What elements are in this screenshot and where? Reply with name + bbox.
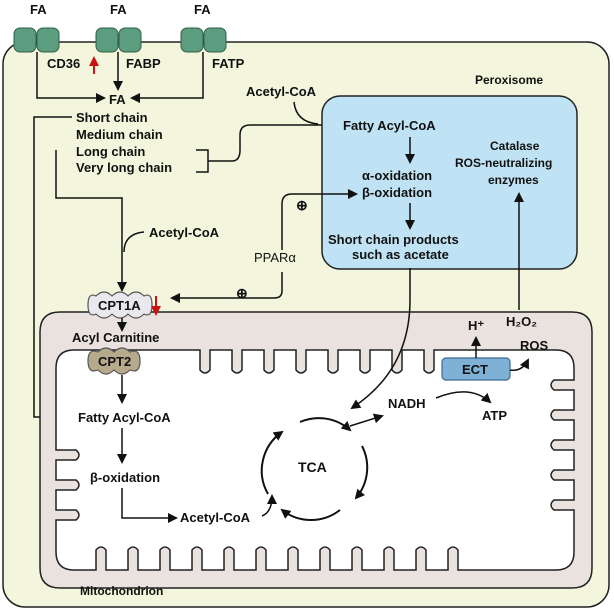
cd36-transporter [13, 27, 60, 53]
fatp-transporter [180, 27, 227, 53]
peroxisome-title: Peroxisome [475, 73, 543, 87]
peroxisome [321, 95, 578, 270]
cpt1a-label: CPT1A [98, 298, 141, 313]
mitochondrion-title: Mitochondrion [80, 584, 163, 598]
atp-label: ATP [482, 408, 507, 423]
enzymes-label: enzymes [488, 173, 539, 187]
fabp-label: FABP [126, 56, 161, 71]
ros-neutralizing-label: ROS-neutralizing [455, 156, 552, 170]
plus-sign-icon-2: ⊕ [236, 285, 248, 301]
ppar-alpha-label: PPARα [254, 250, 296, 265]
tca-cycle [260, 417, 369, 521]
fatp-label: FATP [212, 56, 245, 71]
catalase-label: Catalase [490, 139, 540, 153]
cpt2-protein [87, 347, 141, 375]
chain-medium: Medium chain [76, 127, 163, 142]
perox-products-line2: such as acetate [352, 247, 449, 262]
h2o2-label: H₂O₂ [506, 314, 537, 329]
mitochondrion-inner [55, 349, 575, 571]
chain-long: Long chain [76, 144, 145, 159]
acetyl-coa-mid: Acetyl-CoA [149, 225, 220, 240]
perox-alpha-oxidation: α-oxidation [362, 168, 432, 183]
perox-fatty-acyl-coa: Fatty Acyl-CoA [343, 118, 436, 133]
ros-label: ROS [520, 338, 549, 353]
mito-acetyl-coa: Acetyl-CoA [180, 510, 251, 525]
fa-cytosol-label: FA [109, 92, 126, 107]
fabp-transporter [95, 27, 142, 53]
fa-label-1: FA [30, 2, 47, 17]
perox-products-line1: Short chain products [328, 232, 459, 247]
mito-fatty-acyl-coa: Fatty Acyl-CoA [78, 410, 171, 425]
h-plus-label: H⁺ [468, 318, 484, 333]
cpt1a-protein [87, 291, 153, 319]
acetyl-coa-top: Acetyl-CoA [246, 84, 317, 99]
perox-beta-oxidation: β-oxidation [362, 185, 432, 200]
fa-label-3: FA [194, 2, 211, 17]
mito-beta-oxidation: β-oxidation [90, 470, 160, 485]
tca-label: TCA [298, 459, 327, 475]
chain-very-long: Very long chain [76, 160, 172, 175]
cpt2-label: CPT2 [98, 354, 131, 369]
cd36-label: CD36 [47, 56, 80, 71]
ect-label: ECT [462, 362, 488, 377]
acyl-carnitine-label: Acyl Carnitine [72, 330, 159, 345]
fa-label-2: FA [110, 2, 127, 17]
plus-sign-icon: ⊕ [296, 197, 308, 213]
nadh-label: NADH [388, 396, 426, 411]
chain-short: Short chain [76, 110, 148, 125]
